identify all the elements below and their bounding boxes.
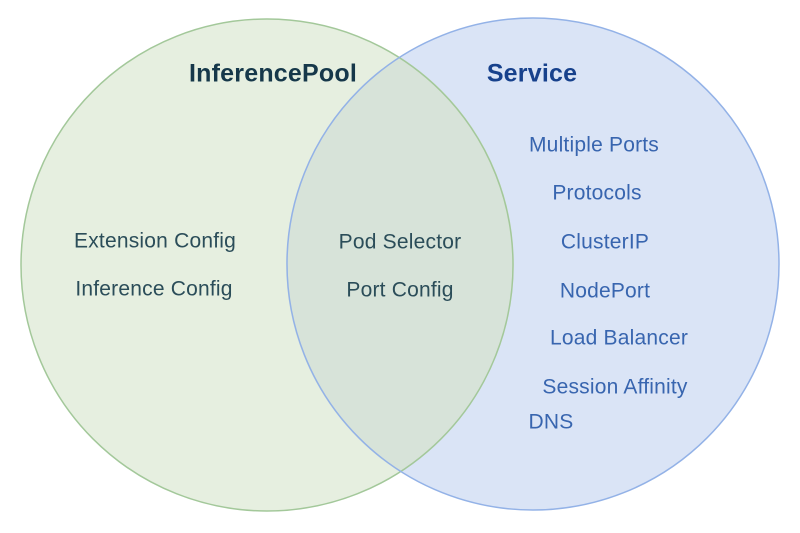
service-circle-outline — [286, 17, 780, 511]
inferencepool-item-inference-config: Inference Config — [75, 277, 233, 301]
intersection-item-pod-selector: Pod Selector — [338, 230, 462, 254]
service-item-dns: DNS — [528, 410, 574, 434]
service-item-nodeport: NodePort — [559, 279, 651, 303]
service-item-multiple-ports: Multiple Ports — [528, 133, 660, 157]
service-item-load-balancer: Load Balancer — [549, 326, 689, 350]
service-title: Service — [486, 59, 578, 88]
service-item-session-affinity: Session Affinity — [542, 375, 688, 399]
intersection-item-port-config: Port Config — [346, 278, 454, 302]
intersection-region — [286, 57, 514, 472]
inferencepool-title: InferencePool — [189, 59, 357, 88]
service-item-clusterip: ClusterIP — [560, 230, 650, 254]
inferencepool-item-extension-config: Extension Config — [74, 229, 236, 253]
service-item-protocols: Protocols — [552, 181, 642, 205]
inferencepool-circle-outline — [20, 18, 514, 512]
